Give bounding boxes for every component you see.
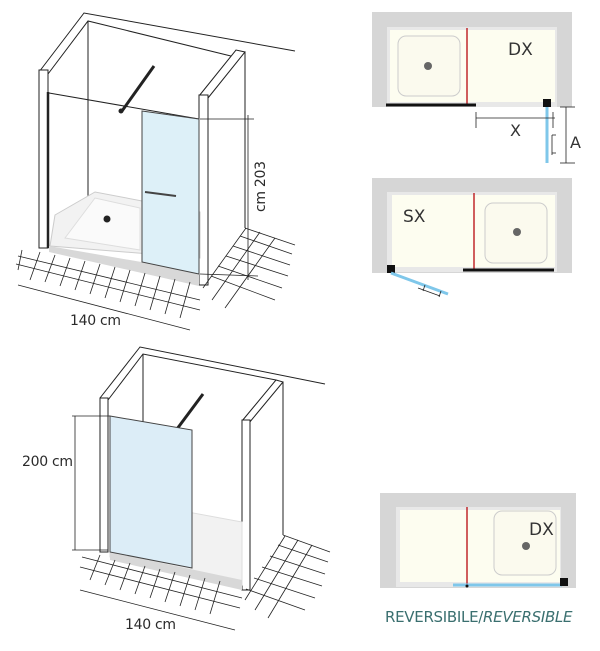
reversible-caption: REVERSIBILE/REVERSIBLE [385, 608, 572, 626]
dim-a-label: A [570, 133, 581, 152]
plan-dx-label: DX [508, 40, 533, 60]
plan-sx-label: SX [403, 207, 426, 227]
caption-separator: / [478, 608, 484, 626]
plan-rev-label: DX [529, 520, 554, 540]
height-label-bottom: 200 cm [22, 454, 73, 470]
caption-italian: REVERSIBILE [385, 608, 479, 626]
width-label-bottom: 140 cm [125, 617, 176, 633]
caption-english: REVERSIBLE [483, 608, 573, 626]
width-label-top: 140 cm [70, 313, 121, 329]
dim-x-label: X [510, 121, 521, 140]
